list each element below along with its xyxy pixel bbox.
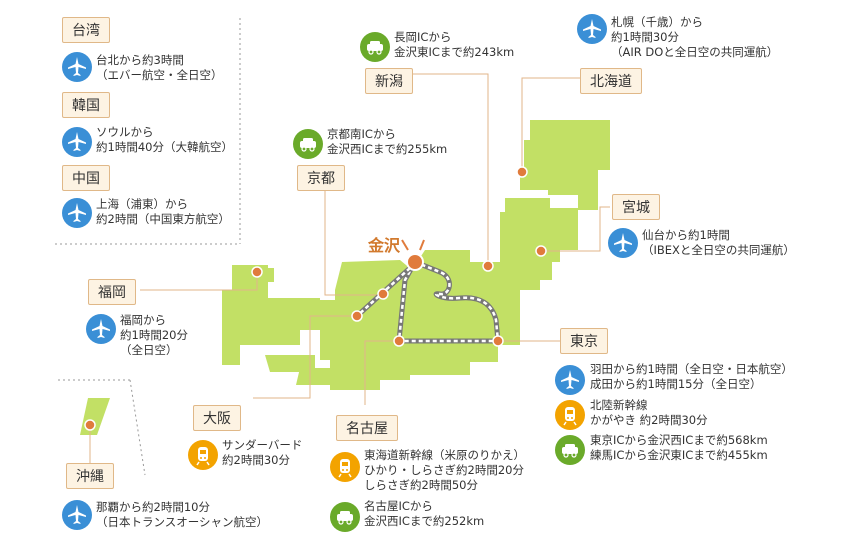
taiwan-info: 台北から約3時間（エバー航空・全日空） <box>96 53 223 82</box>
kyoto-info: 京都南ICから金沢西ICまで約255km <box>327 127 448 156</box>
train-icon <box>188 440 218 470</box>
kanazawa-label: 金沢 <box>368 236 401 255</box>
tokyo-train-info: 北陸新幹線かがやき 約2時間30分 <box>590 398 708 427</box>
plane-icon <box>86 314 116 344</box>
plane-icon <box>62 198 92 228</box>
label-miyagi: 宮城 <box>612 194 660 220</box>
plane-icon <box>62 127 92 157</box>
china-info: 上海（浦東）から約2時間（中国東方航空） <box>96 197 230 226</box>
kanazawa-pointer <box>401 239 425 251</box>
label-osaka: 大阪 <box>193 405 241 431</box>
car-icon <box>555 435 585 465</box>
label-nagoya: 名古屋 <box>336 415 398 441</box>
nagoya-car-info: 名古屋ICから金沢西ICまで約252km <box>364 499 485 528</box>
okinawa-info: 那覇から約2時間10分（日本トランスオーシャン航空） <box>96 500 269 529</box>
hokkaido-info: 札幌（千歳）から約1時間30分（AIR DOと全日空の共同運航） <box>611 15 779 59</box>
osaka-info: サンダーバード約2時間30分 <box>222 438 303 467</box>
plane-icon <box>577 14 607 44</box>
car-icon <box>293 129 323 159</box>
nagoya-train-info: 東海道新幹線（米原のりかえ）ひかり・しらさぎ約2時間20分しらさぎ約2時間50分 <box>364 448 525 492</box>
label-taiwan: 台湾 <box>62 17 110 43</box>
label-china: 中国 <box>62 165 110 191</box>
fukuoka-info: 福岡から約1時間20分（全日空） <box>120 313 188 357</box>
plane-icon <box>62 52 92 82</box>
tokyo-plane-info: 羽田から約1時間（全日空・日本航空）成田から約1時間15分（全日空） <box>590 362 793 391</box>
label-niigata: 新潟 <box>365 68 413 94</box>
korea-info: ソウルから約1時間40分（大韓航空） <box>96 125 233 154</box>
label-hokkaido: 北海道 <box>580 68 642 94</box>
leader-lines <box>89 73 610 465</box>
car-icon <box>330 502 360 532</box>
train-icon <box>330 452 360 482</box>
plane-icon <box>62 500 92 530</box>
label-kyoto: 京都 <box>297 165 345 191</box>
train-icon <box>555 400 585 430</box>
label-fukuoka: 福岡 <box>88 279 136 305</box>
land-shapes <box>80 120 610 435</box>
plane-icon <box>608 228 638 258</box>
plane-icon <box>555 365 585 395</box>
niigata-info: 長岡ICから金沢東ICまで約243km <box>394 30 515 59</box>
car-icon <box>360 32 390 62</box>
city-dots <box>84 166 547 431</box>
okinawa-divider-vertical <box>129 379 146 476</box>
label-tokyo: 東京 <box>560 328 608 354</box>
label-okinawa: 沖縄 <box>66 463 114 489</box>
label-korea: 韓国 <box>62 92 110 118</box>
miyagi-info: 仙台から約1時間（IBEXと全日空の共同運航） <box>642 228 795 257</box>
